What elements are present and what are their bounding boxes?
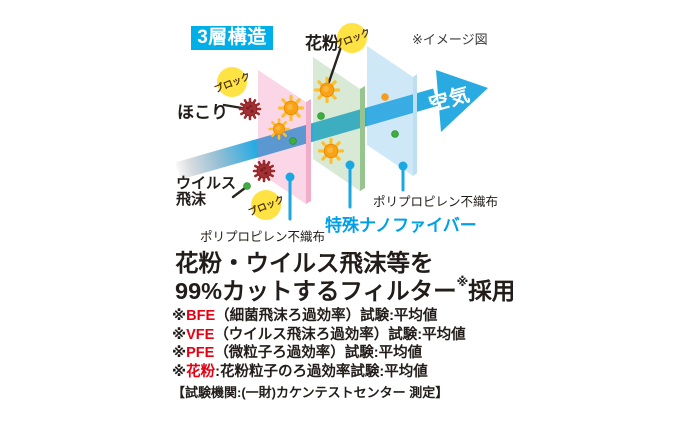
virus-label-line2: 飛沫 [176, 191, 207, 208]
block-badge: ブロック [213, 67, 252, 97]
image-note: ※イメージ図 [412, 32, 488, 47]
pollen-icon [277, 94, 305, 122]
layer-front-label: ポリプロピレン不織布 [200, 230, 326, 244]
micro-particle-dots [243, 93, 399, 190]
layer-back-edge [413, 74, 417, 176]
pollen-icon [317, 137, 345, 165]
test-notes-list: ※BFE（細菌飛沫ろ過効率）試験:平均値 ※VFE（ウイルス飛沫ろ過効率）試験:… [172, 307, 466, 381]
layer-back-label: ポリプロピレン不織布 [373, 195, 499, 209]
virus-icon [238, 97, 262, 121]
dust-label: ほこり [177, 103, 228, 122]
layer-middle-edge [360, 86, 365, 191]
block-badge: ブロック [333, 23, 372, 53]
test-agency-note: 【試験機関:(一財)カケンテストセンター 測定】 [172, 385, 449, 400]
pollen-icon [313, 76, 341, 104]
layer-middle-label: 特殊ナノファイバー [325, 216, 477, 235]
leader-dots [285, 160, 408, 182]
pointer-lines [222, 45, 343, 199]
note-bfe: ※BFE（細菌飛沫ろ過効率）試験:平均値 [172, 308, 438, 324]
layer-front-sheet [258, 70, 306, 204]
note-pollen: ※花粉:花粉粒子のろ過効率試験:平均値 [172, 363, 428, 380]
layer-front-edge [306, 99, 311, 204]
note-vfe: ※VFE（ウイルス飛沫ろ過効率）試験:平均値 [172, 326, 466, 343]
headline-footnote-mark: ※ [456, 275, 469, 289]
layer-back-sheet [367, 46, 413, 176]
headline: 花粉・ウイルス飛沫等を 99%カットするフィルター※採用 [175, 249, 515, 305]
three-layer-structure-badge: 3層構造 [191, 26, 273, 50]
headline-line1: 花粉・ウイルス飛沫等を [175, 250, 434, 276]
virus-label-line1: ウイルス [176, 175, 237, 192]
layer-middle-sheet [313, 57, 360, 191]
air-arrow-head [436, 70, 488, 132]
headline-line2: 99%カットするフィルター※採用 [175, 275, 516, 304]
note-pfe: ※PFE（微粒子ろ過効率）試験:平均値 [172, 345, 423, 362]
virus-droplet-label: ウイルス 飛沫 [176, 176, 236, 208]
pollen-label: 花粉 [305, 34, 339, 53]
block-badge: ブロック [247, 190, 286, 220]
pollen-icon [268, 118, 290, 140]
